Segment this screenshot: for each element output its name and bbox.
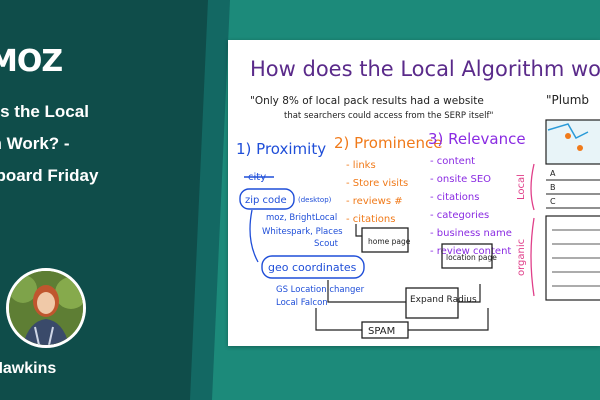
prominence-item-2: - Store visits: [346, 178, 408, 189]
proximity-title: 1) Proximity: [236, 140, 326, 158]
avatar-photo: [9, 271, 83, 345]
pack-a: A: [550, 169, 556, 178]
moz-logo[interactable]: MOZ: [0, 44, 63, 79]
prominence-title: 2) Prominence: [334, 134, 442, 152]
serp-map: [545, 119, 600, 165]
logo-text: MOZ: [0, 44, 63, 79]
map-pin-1: [565, 133, 571, 139]
organic-results: [545, 215, 600, 301]
map-pin-2: [577, 145, 583, 151]
quote-line-2: that searchers could access from the SER…: [284, 111, 493, 121]
home-page-label: home page: [368, 237, 411, 246]
spam-label: SPAM: [368, 326, 395, 337]
post-title[interactable]: Does the Local ithm Work? - eboard Frida…: [0, 96, 205, 192]
tools-line-2: Whitespark, Places: [262, 227, 343, 237]
relevance-item-4: - categories: [430, 210, 489, 221]
organic-brace: [530, 217, 535, 297]
expand-radius-label: Expand Radius: [410, 295, 477, 305]
expand-arrow-right: [458, 284, 481, 303]
gs-label: GS Location changer: [276, 285, 365, 295]
home-page-arrow: [355, 224, 362, 237]
organic-label: organic: [516, 239, 527, 276]
pack-c: C: [550, 197, 556, 206]
title-line-3: eboard Friday: [0, 166, 99, 185]
falcon-label: Local Falcon: [276, 298, 328, 308]
relevance-item-6: - review content: [430, 246, 511, 257]
author-avatar[interactable]: [6, 268, 86, 348]
zip-arrow: [249, 209, 259, 263]
geo-bubble: [261, 255, 365, 279]
whiteboard-heading: How does the Local Algorithm work: [250, 57, 600, 81]
relevance-item-1: - content: [430, 156, 475, 167]
expand-arrow-left: [327, 280, 406, 303]
serp-query: "Plumb: [546, 93, 589, 107]
spam-bracket: [315, 308, 489, 331]
author-name[interactable]: y Hawkins: [0, 360, 57, 377]
whiteboard-drawing: How does the Local Algorithm work "Only …: [236, 57, 600, 339]
quote-line-1: "Only 8% of local pack results had a web…: [250, 95, 484, 107]
zip-bubble: [239, 188, 295, 210]
geo-label: geo coordinates: [268, 261, 357, 274]
relevance-item-2: - onsite SEO: [430, 174, 491, 185]
relevance-title: 3) Relevance: [428, 130, 526, 148]
home-page-box: [361, 227, 409, 253]
location-page-label: location page: [446, 253, 497, 262]
title-line-2: ithm Work? -: [0, 134, 70, 153]
tools-line-3: Scout: [314, 239, 339, 249]
pack-b: B: [550, 183, 556, 192]
whiteboard-image: How does the Local Algorithm work "Only …: [228, 40, 600, 346]
desktop-label: (desktop): [298, 196, 332, 204]
local-label: Local: [516, 174, 527, 200]
relevance-item-5: - business name: [430, 228, 512, 239]
location-page-box: [441, 243, 493, 269]
expand-radius-box: [405, 287, 459, 319]
zip-label: zip code: [245, 195, 287, 206]
prominence-item-4: - citations: [346, 214, 395, 225]
tools-line-1: moz, BrightLocal: [266, 213, 337, 223]
map-road: [547, 123, 589, 139]
title-line-1: Does the Local: [0, 102, 89, 121]
prominence-item-1: - links: [346, 160, 376, 171]
prominence-item-3: - reviews #: [346, 196, 403, 207]
local-brace: [530, 163, 535, 211]
relevance-item-3: - citations: [430, 192, 479, 203]
